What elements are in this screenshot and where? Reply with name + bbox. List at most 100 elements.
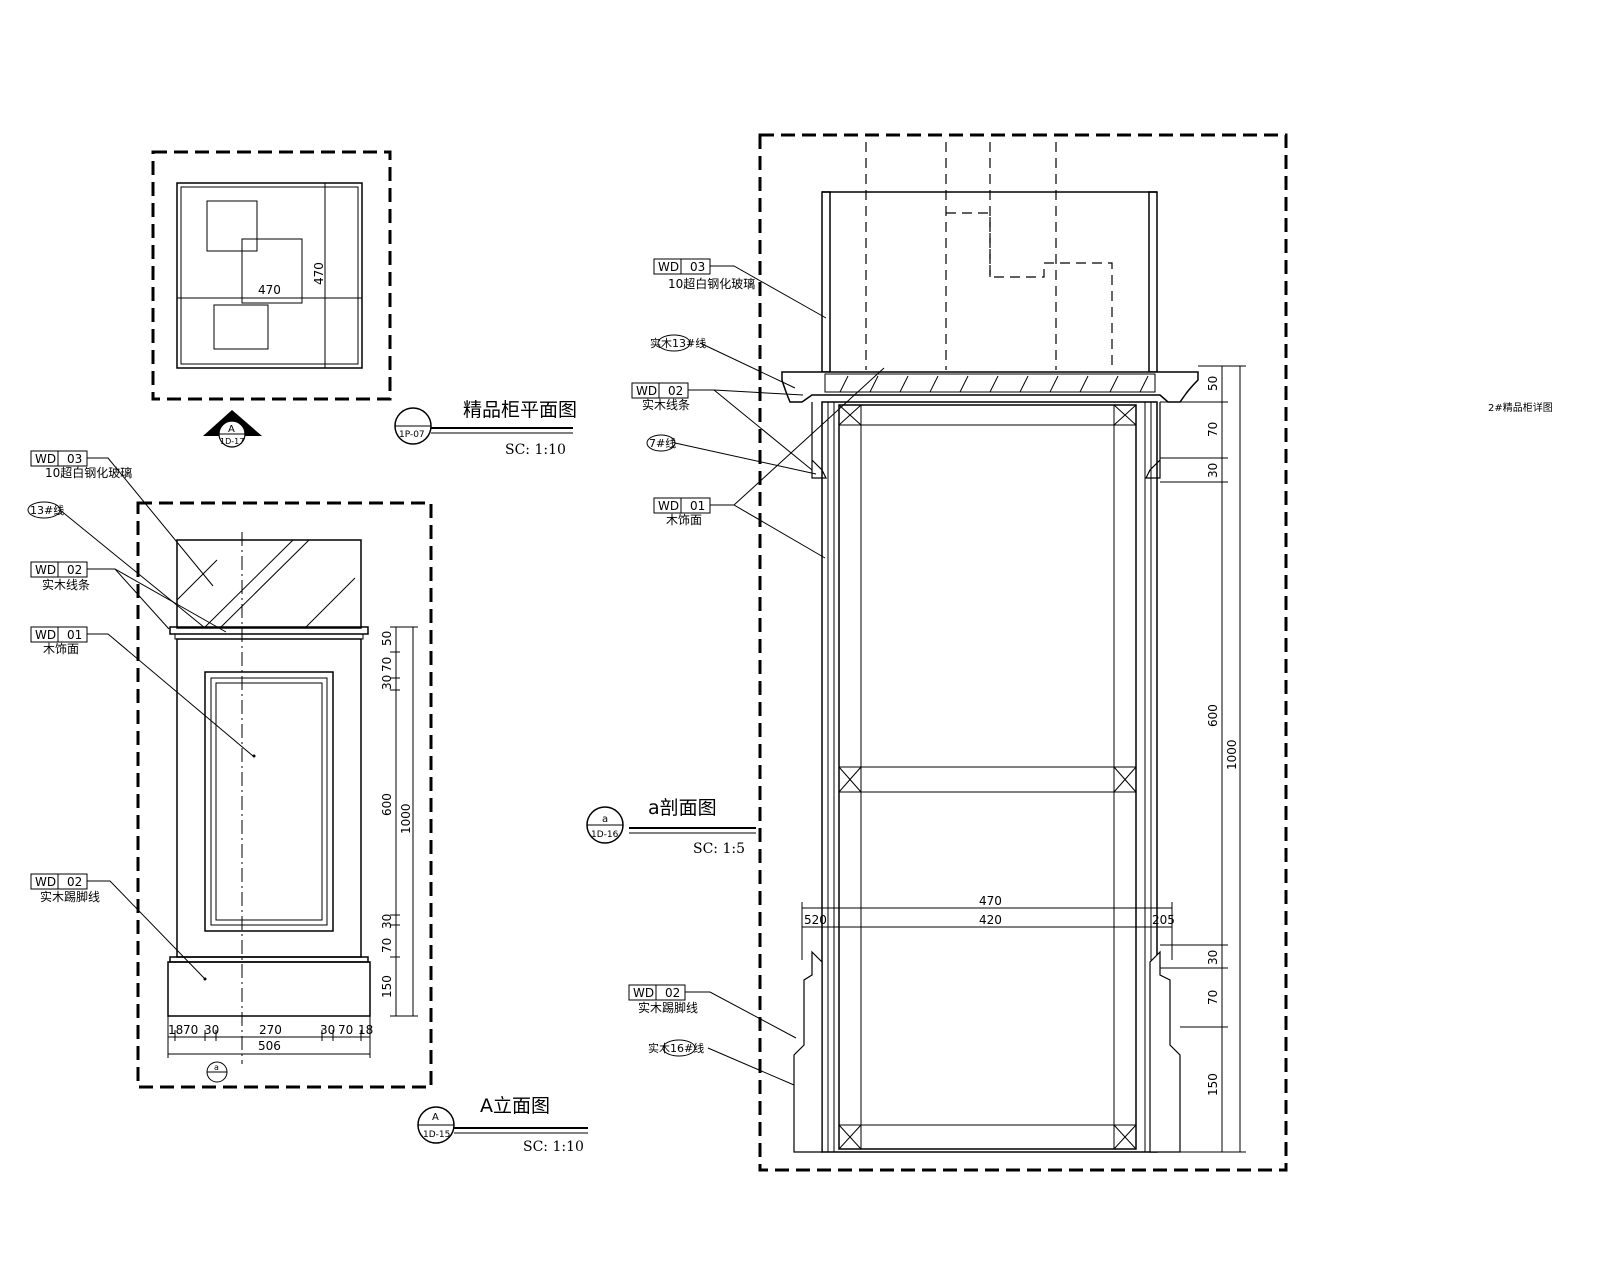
section-dim-right-offset: 205 bbox=[1152, 913, 1175, 927]
plan-ref-code: 1P-07 bbox=[399, 430, 425, 440]
elev-tag-wd02-bottom: WD 02 实木踢脚线 bbox=[30, 873, 206, 980]
plan-inner-frame bbox=[180, 186, 359, 365]
svg-text:02: 02 bbox=[67, 563, 82, 577]
elev-profile-13-tag: 13#线 bbox=[27, 501, 206, 629]
elev-bdim-70b: 70 bbox=[338, 1023, 353, 1037]
plan-title-block: 1P-07 精品柜平面图 SC: 1:10 bbox=[394, 399, 577, 458]
plan-display-item-3 bbox=[213, 304, 269, 350]
plan-view: 470 470 A 1D-17 1P-07 精品柜平面图 SC: 1:10 bbox=[151, 150, 577, 458]
svg-text:实木线条: 实木线条 bbox=[42, 577, 90, 592]
section-right-crown-molding bbox=[1145, 402, 1161, 479]
plan-section-marker: A 1D-17 bbox=[203, 410, 262, 448]
section-tag-wd01: WD 01 木饰面 bbox=[653, 367, 885, 559]
svg-text:WD: WD bbox=[35, 875, 56, 889]
elev-bottom-marker-letter: a bbox=[214, 1063, 219, 1072]
svg-text:10超白钢化玻璃: 10超白钢化玻璃 bbox=[45, 465, 132, 480]
elev-dim-150: 150 bbox=[380, 975, 394, 998]
elevation-skirting bbox=[167, 961, 371, 1017]
elevation-panel-inner bbox=[215, 682, 323, 921]
plan-title: 精品柜平面图 bbox=[463, 399, 577, 421]
plan-display-item-1 bbox=[206, 200, 258, 252]
section-cornice bbox=[781, 371, 1199, 403]
plan-dim-depth: 470 bbox=[312, 262, 326, 285]
section-title-block: a 1D-16 a剖面图 SC: 1:5 bbox=[586, 797, 756, 857]
elevation-panel-outer bbox=[204, 671, 334, 932]
elev-dim-total-height: 1000 bbox=[399, 803, 413, 834]
section-side-note: 2#精品柜详图 bbox=[1488, 401, 1553, 414]
elevation-scale: SC: 1:10 bbox=[523, 1139, 584, 1155]
section-profile-7-tag: 7#线 bbox=[646, 434, 817, 475]
section-dim-inner-width: 420 bbox=[979, 913, 1002, 927]
svg-text:03: 03 bbox=[67, 452, 82, 466]
section-left-crown-molding bbox=[811, 402, 827, 479]
elev-marker-letter: A bbox=[432, 1112, 439, 1123]
section-inner-frame bbox=[838, 404, 1137, 1150]
svg-text:WD: WD bbox=[658, 499, 679, 513]
elevation-title-block: A 1D-15 A立面图 SC: 1:10 bbox=[417, 1095, 588, 1155]
svg-text:WD: WD bbox=[633, 986, 654, 1000]
elev-bdim-30b: 30 bbox=[320, 1023, 335, 1037]
elev-bdim-270: 270 bbox=[259, 1023, 282, 1037]
elev-dim-50: 50 bbox=[380, 631, 394, 646]
elev-bdim-18b: 18 bbox=[358, 1023, 373, 1037]
section-left-skirting bbox=[793, 950, 823, 1153]
svg-text:WD: WD bbox=[35, 563, 56, 577]
section-dim-150: 150 bbox=[1206, 1073, 1220, 1096]
svg-text:实木线条: 实木线条 bbox=[642, 397, 690, 412]
svg-text:01: 01 bbox=[690, 499, 705, 513]
section-glass-left bbox=[821, 191, 831, 373]
elev-dim-70: 70 bbox=[380, 657, 394, 672]
elev-bdim-total-width: 506 bbox=[258, 1039, 281, 1053]
section-profile-13-tag: 实木13#线 bbox=[650, 334, 796, 389]
section-dim-30: 30 bbox=[1206, 463, 1220, 478]
svg-text:实木13#线: 实木13#线 bbox=[650, 336, 706, 350]
plan-display-item-2 bbox=[241, 238, 303, 304]
elevation-border bbox=[136, 501, 433, 1089]
elev-bdim-30a: 30 bbox=[204, 1023, 219, 1037]
elevation-title: A立面图 bbox=[480, 1095, 550, 1117]
svg-text:02: 02 bbox=[665, 986, 680, 1000]
elev-bdim-18a: 18 bbox=[168, 1023, 183, 1037]
svg-text:WD: WD bbox=[636, 384, 657, 398]
elevation-a-view: 50 70 30 600 30 70 150 1000 18 70 30 270… bbox=[27, 450, 588, 1155]
section-profile-16-tag: 实木16#线 bbox=[648, 1039, 795, 1086]
svg-text:WD: WD bbox=[35, 628, 56, 642]
section-cornice-hatching bbox=[839, 375, 1149, 393]
section-tag-wd02-bottom: WD 02 实木踢脚线 bbox=[628, 984, 797, 1039]
elev-bdim-70a: 70 bbox=[183, 1023, 198, 1037]
section-right-skirting bbox=[1149, 950, 1181, 1153]
plan-view-border bbox=[151, 150, 392, 401]
elev-dim-30: 30 bbox=[380, 675, 394, 690]
svg-text:实木踢脚线: 实木踢脚线 bbox=[40, 889, 100, 904]
svg-text:01: 01 bbox=[67, 628, 82, 642]
section-dim-total-height: 1000 bbox=[1225, 739, 1239, 770]
section-a-view: 470 420 520 205 50 70 30 600 30 70 150 1… bbox=[586, 133, 1553, 1172]
section-marker-code: 1D-17 bbox=[220, 437, 244, 446]
plan-dim-width: 470 bbox=[258, 283, 281, 297]
section-marker-letter: A bbox=[228, 424, 235, 435]
section-dim-70: 70 bbox=[1206, 422, 1220, 437]
section-marker-code-label: 1D-16 bbox=[591, 830, 619, 840]
section-tag-wd03: WD 03 10超白钢化玻璃 bbox=[653, 258, 827, 319]
elev-tag-wd02-top: WD 02 实木线条 bbox=[30, 561, 227, 633]
section-glass-right bbox=[1148, 191, 1158, 373]
elev-tag-wd01: WD 01 木饰面 bbox=[30, 626, 254, 757]
section-dim-70b: 70 bbox=[1206, 990, 1220, 1005]
section-hidden-lines bbox=[865, 142, 1113, 370]
section-carcass bbox=[821, 401, 1158, 1153]
section-border bbox=[758, 133, 1288, 1172]
svg-text:实木16#线: 实木16#线 bbox=[648, 1041, 704, 1055]
plan-outer-frame bbox=[176, 182, 363, 369]
svg-text:实木踢脚线: 实木踢脚线 bbox=[638, 1000, 698, 1015]
section-battens bbox=[838, 404, 1137, 1150]
elevation-glass-case bbox=[176, 539, 362, 629]
section-dim-600: 600 bbox=[1206, 704, 1220, 727]
svg-text:02: 02 bbox=[668, 384, 683, 398]
section-tag-wd02-top: WD 02 实木线条 bbox=[631, 382, 813, 471]
section-marker-letter: a bbox=[602, 814, 608, 825]
section-scale: SC: 1:5 bbox=[693, 841, 745, 857]
section-title: a剖面图 bbox=[648, 797, 717, 819]
svg-text:木饰面: 木饰面 bbox=[43, 642, 79, 656]
svg-text:10超白钢化玻璃: 10超白钢化玻璃 bbox=[668, 276, 755, 291]
svg-text:13#线: 13#线 bbox=[30, 503, 64, 517]
